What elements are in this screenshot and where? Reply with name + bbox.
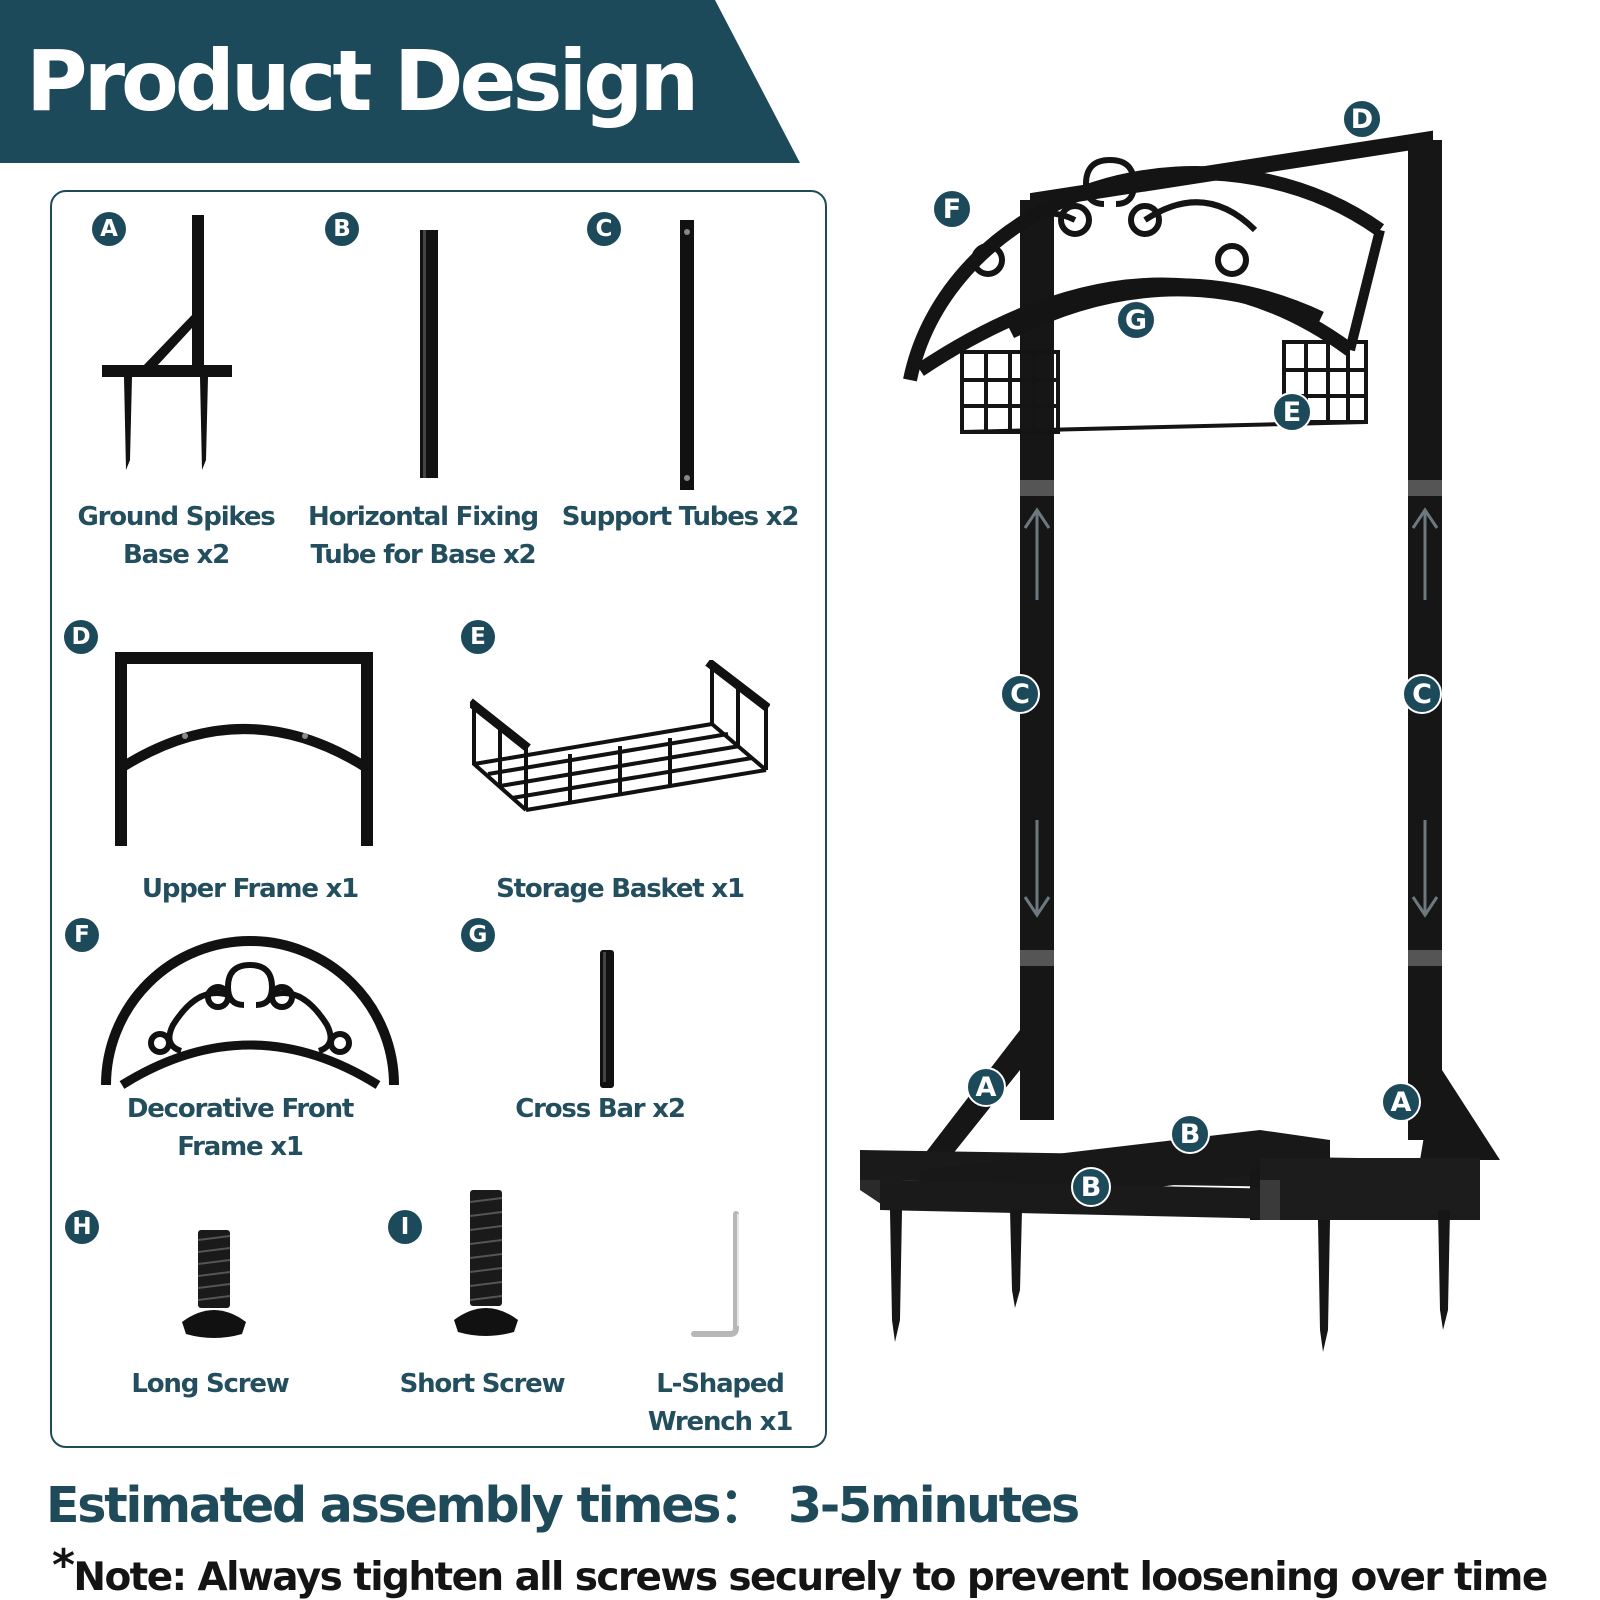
note-asterisk: *: [52, 1540, 75, 1591]
part-e-label: Storage Basket x1: [496, 874, 745, 904]
assembly-label-b-back: B: [1170, 1114, 1210, 1154]
part-h-label: Long Screw: [131, 1369, 289, 1399]
page-title: Product Design: [26, 32, 699, 130]
assembly-label-a-left: A: [966, 1067, 1006, 1107]
assembly-time-label: Estimated assembly times：: [46, 1477, 768, 1534]
part-h-badge: H: [65, 1210, 99, 1244]
part-i-badge: I: [388, 1210, 422, 1244]
part-d-badge: D: [64, 620, 98, 654]
assembly-time: Estimated assembly times： 3-5minutes: [46, 1466, 1080, 1537]
part-g-badge: G: [461, 918, 495, 952]
parts-panel: [50, 190, 827, 1448]
note-text: Note: Always tighten all screws securely…: [73, 1555, 1548, 1600]
banner-shape: [0, 0, 800, 163]
screw-note: *Note: Always tighten all screws securel…: [52, 1540, 1548, 1600]
assembly-time-value: 3-5minutes: [788, 1477, 1080, 1534]
support-tube-icon: [680, 220, 694, 490]
assembly-label-d: D: [1342, 99, 1382, 139]
storage-basket-icon: [470, 660, 770, 812]
part-a-badge: A: [92, 212, 126, 246]
part-wrench-label: L-Shaped Wrench x1: [647, 1369, 793, 1437]
part-f-label: Decorative Front Frame x1: [126, 1094, 355, 1162]
assembly-label-a-right: A: [1381, 1082, 1421, 1122]
part-b-label: Horizontal Fixing Tube for Base x2: [308, 502, 539, 570]
part-c-badge: C: [587, 212, 621, 246]
assembly-label-e: E: [1272, 392, 1312, 432]
part-c-label: Support Tubes x2: [561, 502, 800, 532]
part-i-label: Short Screw: [399, 1369, 566, 1399]
ground-spike-base-icon: [102, 215, 232, 470]
assembled-rack-drawing: [860, 130, 1500, 1352]
assembled-rack: D F G E C C A A B B: [860, 80, 1600, 1400]
assembly-label-g: G: [1116, 300, 1156, 340]
allen-wrench-icon: [691, 1211, 739, 1337]
cross-bar-icon: [600, 950, 614, 1088]
part-a-label: Ground Spikes Base x2: [77, 502, 275, 570]
assembly-label-f: F: [932, 189, 972, 229]
part-b-badge: B: [325, 212, 359, 246]
assembly-label-b-front: B: [1071, 1167, 1111, 1207]
part-g-label: Cross Bar x2: [515, 1094, 686, 1124]
short-screw-icon: [454, 1190, 518, 1336]
assembly-label-c-left: C: [1000, 674, 1040, 714]
part-e-badge: E: [461, 620, 495, 654]
horizontal-tube-icon: [420, 230, 438, 478]
part-d-label: Upper Frame x1: [141, 874, 359, 904]
long-screw-icon: [182, 1230, 246, 1338]
decorative-arch-icon: [101, 936, 399, 1089]
assembly-label-c-right: C: [1402, 674, 1442, 714]
header-banner: Product Design: [0, 0, 800, 163]
upper-frame-icon: [115, 652, 373, 846]
part-f-badge: F: [65, 918, 99, 952]
